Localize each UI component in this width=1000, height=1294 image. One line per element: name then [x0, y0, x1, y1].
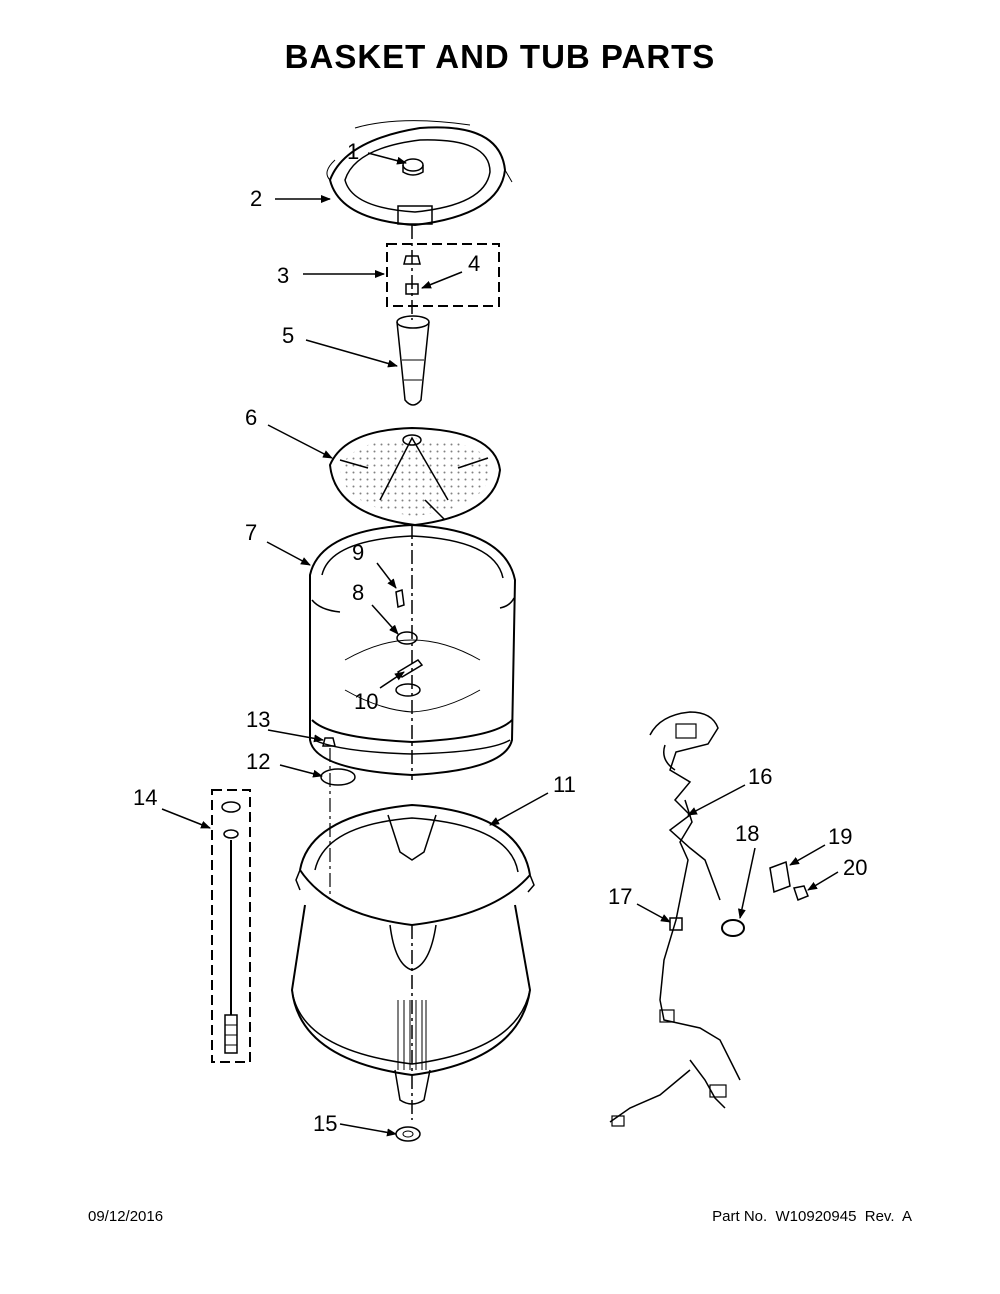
- callout-2: 2: [250, 186, 262, 211]
- callout-14: 14: [133, 785, 157, 810]
- callout-11: 11: [553, 772, 576, 797]
- callout-19: 19: [828, 824, 852, 849]
- part-12-plate: [320, 768, 356, 786]
- part-5-agitator-post: [396, 315, 430, 406]
- callout-10: 10: [354, 689, 378, 714]
- part-14-kit-box: [211, 789, 251, 1063]
- callout-16: 16: [748, 764, 772, 789]
- part-4-hardware: [403, 255, 421, 295]
- part-16-wire-harness: [609, 711, 741, 1127]
- part-11-outer-tub: [290, 803, 535, 1105]
- part-18-grommet: [721, 919, 745, 937]
- callout-20: 20: [843, 855, 867, 880]
- callout-8: 8: [352, 580, 364, 605]
- callout-6: 6: [245, 405, 257, 430]
- part-1-cap: [402, 158, 424, 176]
- part-8-nut: [396, 631, 418, 645]
- callout-labels: 1 2 3 4 5 6 7 9 8 10 13 12 14 11 15 16 1…: [133, 139, 867, 1136]
- callout-5: 5: [282, 323, 294, 348]
- part-17-connector: [669, 917, 683, 931]
- callout-7: 7: [245, 520, 257, 545]
- callout-17: 17: [608, 884, 632, 909]
- callout-3: 3: [277, 263, 289, 288]
- page-title: BASKET AND TUB PARTS: [284, 38, 716, 75]
- part-3-kit-box: [386, 243, 500, 307]
- callout-15: 15: [313, 1111, 337, 1136]
- callout-12: 12: [246, 749, 270, 774]
- callout-18: 18: [735, 821, 759, 846]
- callout-4: 4: [468, 251, 480, 276]
- part-14-suspension-rod: [221, 801, 241, 1054]
- footer-part-number: Part No. W10920945 Rev. A: [712, 1208, 912, 1225]
- footer-date: 09/12/2016: [88, 1208, 164, 1225]
- part-9-clip: [395, 589, 405, 608]
- part-15-drive-coupling: [395, 1126, 421, 1142]
- part-19-sensor: [769, 860, 791, 894]
- callout-9: 9: [352, 540, 364, 565]
- leader-lines: [161, 152, 839, 1137]
- part-13-screw: [322, 737, 336, 747]
- part-20-screw: [793, 885, 809, 901]
- part-2-tub-ring: [326, 120, 513, 227]
- part-6-impeller: [328, 426, 502, 527]
- callout-1: 1: [347, 139, 359, 164]
- callout-13: 13: [246, 707, 270, 732]
